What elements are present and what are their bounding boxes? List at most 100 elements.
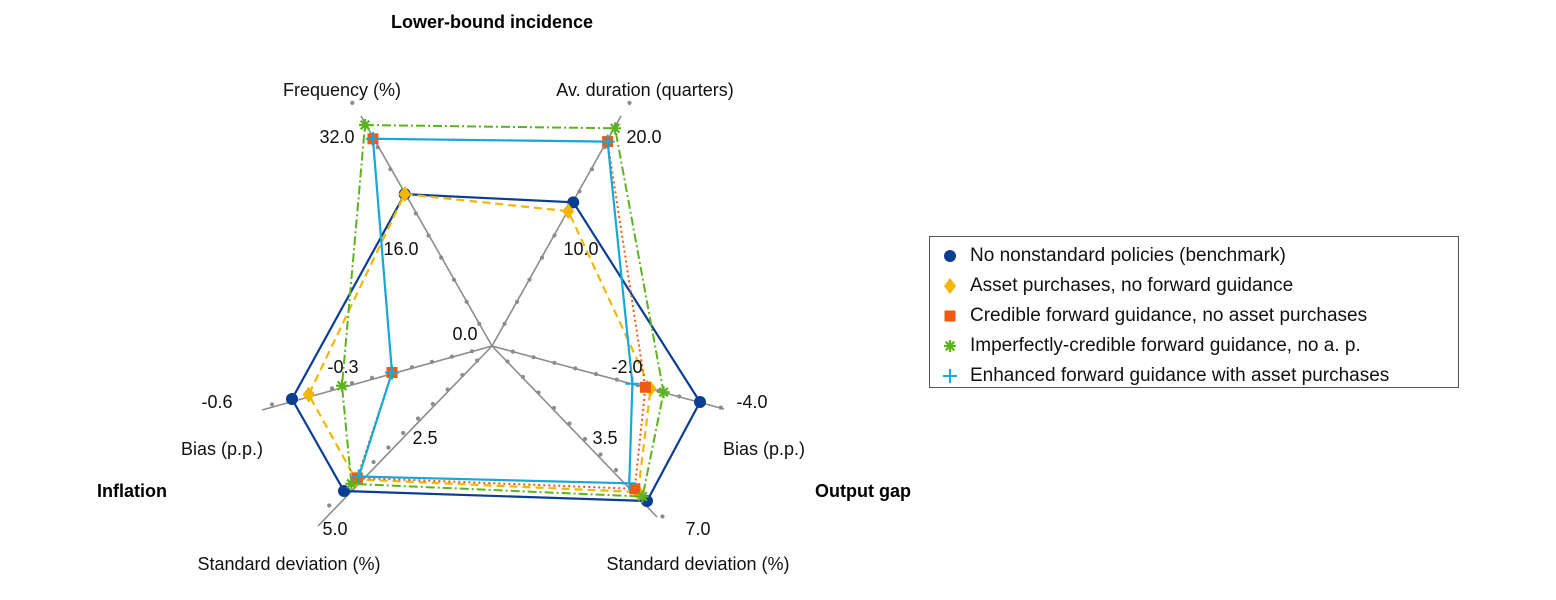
series-layer — [286, 119, 706, 507]
tick-duration-mid: 10.0 — [563, 239, 598, 259]
data-point-diamond — [398, 186, 411, 203]
axis-label-inflation-bias: Bias (p.p.) — [181, 439, 263, 459]
series-polygon — [357, 137, 634, 485]
legend-plus-icon — [943, 369, 957, 383]
axis-tick-dot — [539, 255, 545, 260]
axis-tick-dot — [464, 299, 469, 304]
data-point-circle — [694, 396, 706, 408]
axis-tick-dot — [369, 375, 375, 380]
axis-tick-dot — [510, 349, 515, 354]
axis-tick-dot — [552, 360, 557, 365]
axis-tick-dot — [536, 390, 541, 395]
axis-tick-dot — [520, 374, 526, 380]
data-point-circle — [286, 393, 298, 405]
axis-tick-dot — [502, 321, 507, 326]
legend-label: No nonstandard policies (benchmark) — [970, 245, 1286, 266]
data-point-asterisk — [359, 119, 371, 131]
axis-tick-dot — [577, 189, 582, 194]
legend-label: Imperfectly-credible forward guidance, n… — [970, 335, 1361, 356]
data-point-plus — [385, 365, 399, 380]
axis-tick-dot — [469, 349, 475, 354]
axis-tick-dot — [613, 467, 619, 473]
data-point-asterisk — [336, 379, 348, 392]
axis-tick-dot — [426, 233, 431, 238]
data-point-asterisk — [609, 122, 622, 135]
legend-label: Enhanced forward guidance with asset pur… — [970, 365, 1390, 386]
data-point-circle — [567, 196, 580, 209]
axis-tick-dot — [551, 405, 557, 411]
axis-tick-dot — [477, 321, 482, 326]
axis-tick-dot — [460, 372, 465, 378]
axis-tick-dot — [567, 421, 572, 426]
data-point-square — [639, 381, 651, 393]
axis-tick-dot — [269, 402, 275, 407]
axis-tick-dot — [430, 401, 435, 407]
axis-tick-dot — [505, 359, 510, 364]
axis-tick-dot — [386, 445, 391, 450]
series-plus — [351, 131, 640, 491]
data-point-square — [629, 483, 641, 495]
tick-output-bias-mid: -2.0 — [611, 357, 642, 377]
legend: No nonstandard policies (benchmark) Asse… — [929, 236, 1459, 388]
axis-tick-dot — [593, 371, 599, 377]
axis-tick-dot — [375, 145, 380, 150]
data-point-diamond — [302, 386, 315, 403]
axis-tick-dot — [677, 394, 682, 399]
legend-square-icon — [944, 310, 956, 322]
axis-tick-dot — [660, 514, 665, 519]
legend-item: No nonstandard policies (benchmark) — [930, 241, 1458, 271]
data-point-plus — [622, 476, 637, 491]
axis-tick-dot — [627, 100, 632, 105]
radar-axis-line — [360, 115, 493, 347]
tick-center: 0.0 — [452, 324, 477, 344]
axis-tick-dot — [614, 377, 619, 382]
axis-tick-dot — [329, 386, 335, 391]
group-title-lower-bound: Lower-bound incidence — [391, 12, 593, 32]
axis-tick-dot — [415, 416, 421, 421]
legend-circle-icon — [944, 250, 956, 262]
axis-tick-dot — [531, 355, 536, 360]
legend-label: Asset purchases, no forward guidance — [970, 275, 1294, 296]
axis-tick-dot — [573, 366, 578, 371]
axis-label-duration: Av. duration (quarters) — [556, 80, 733, 100]
axis-tick-dot — [589, 167, 595, 172]
group-title-inflation: Inflation — [97, 481, 167, 501]
data-point-asterisk — [636, 490, 649, 503]
tick-inflation-sd-mid: 2.5 — [412, 428, 437, 448]
axis-label-inflation-sd: Standard deviation (%) — [197, 554, 380, 574]
data-point-plus — [365, 131, 380, 146]
axis-tick-dot — [514, 299, 520, 304]
axis-tick-dot — [445, 387, 450, 392]
data-point-circle — [338, 485, 350, 497]
axis-tick-dot — [388, 167, 393, 172]
axis-tick-dot — [439, 255, 444, 260]
axis-tick-dot — [552, 233, 557, 238]
group-title-output-gap: Output gap — [815, 481, 911, 501]
tick-inflation-bias-mid: -0.3 — [327, 357, 358, 377]
tick-output-sd-mid: 3.5 — [592, 428, 617, 448]
axis-tick-dot — [327, 503, 332, 508]
data-point-asterisk — [345, 477, 358, 490]
axis-tick-dot — [475, 358, 480, 363]
axis-tick-dot — [451, 277, 456, 282]
axis-tick-dot — [449, 354, 455, 359]
legend-marker-asterisk-icon — [930, 331, 970, 361]
axis-tick-dot — [429, 359, 435, 364]
data-point-plus — [351, 469, 366, 484]
axis-label-output-bias: Bias (p.p.) — [723, 439, 805, 459]
legend-label: Credible forward guidance, no asset purc… — [970, 305, 1368, 326]
legend-item: Credible forward guidance, no asset purc… — [930, 301, 1458, 331]
axes-layer — [261, 100, 725, 527]
tick-inflation-sd-max: 5.0 — [322, 519, 347, 539]
legend-item: Enhanced forward guidance with asset pur… — [930, 361, 1458, 391]
axis-tick-dot — [527, 277, 532, 282]
tick-frequency-mid: 16.0 — [383, 239, 418, 259]
legend-diamond-icon — [944, 278, 956, 294]
axis-label-frequency: Frequency (%) — [283, 80, 401, 100]
tick-frequency-max: 32.0 — [319, 127, 354, 147]
legend-marker-diamond-icon — [930, 271, 970, 301]
data-point-plus — [625, 376, 640, 391]
data-point-asterisk — [657, 386, 670, 399]
tick-output-bias-max: -4.0 — [736, 392, 767, 412]
